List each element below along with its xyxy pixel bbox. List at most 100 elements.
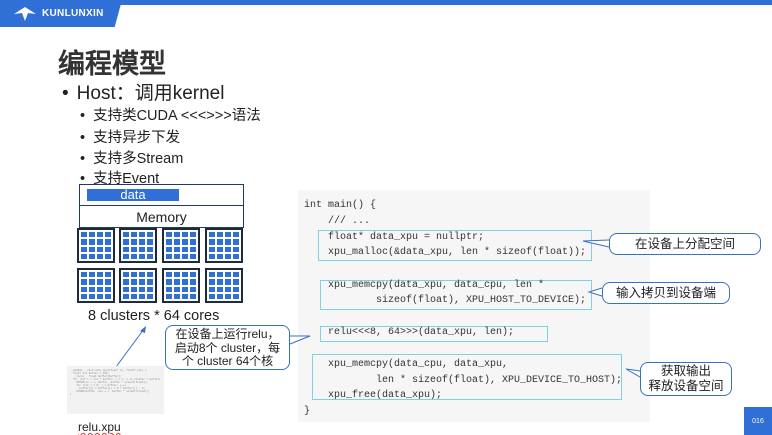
core-cell [166,272,172,278]
core-cell [81,232,87,238]
data-block: data [87,188,179,201]
core-cell [217,246,223,252]
cluster-box [162,268,200,303]
core-cell [217,272,223,278]
callout-text: 在设备上运行relu， [175,327,280,341]
core-cell [147,232,153,238]
core-cell [105,272,111,278]
brand-logo: KUNLUNXIN [0,0,122,27]
core-cell [81,272,87,278]
arrow-connector [115,326,146,368]
core-cell [182,279,188,285]
core-cell [174,293,180,299]
core-cell [89,293,95,299]
core-cell [89,279,95,285]
core-cell [97,279,103,285]
core-cell [182,232,188,238]
core-cell [131,232,137,238]
core-cell [217,232,223,238]
core-cell [139,272,145,278]
cluster-box [205,268,243,303]
code-line: float* data_xpu = nullptr; [304,232,485,243]
code-line: xpu_free(data_xpu); [304,390,443,401]
header-bar [0,0,772,5]
core-cell [81,293,87,299]
core-cell [209,279,215,285]
core-cell [139,246,145,252]
core-cell [209,272,215,278]
core-cell [190,239,196,245]
core-cell [209,293,215,299]
core-cell [97,253,103,259]
code-line: sizeof(float), XPU_HOST_TO_DEVICE); [304,295,587,306]
core-cell [131,253,137,259]
core-cell [123,246,129,252]
core-cell [97,239,103,245]
callout-copy-in: 输入拷贝到设备端 [602,282,730,304]
core-cell [190,246,196,252]
code-panel: int main() { /// ... float* data_xpu = n… [298,190,650,422]
core-cell [81,246,87,252]
core-cell [131,239,137,245]
code-line: relu<<<8, 64>>>(data_xpu, len); [304,327,515,338]
core-cell [217,286,223,292]
core-cell [97,293,103,299]
core-cell [105,239,111,245]
core-cell [225,232,231,238]
core-cell [233,279,239,285]
logo-icon [14,6,36,21]
core-cell [123,293,129,299]
code-line: xpu_malloc(&data_xpu, len * sizeof(float… [304,247,587,258]
core-cell [147,246,153,252]
core-cell [123,239,129,245]
callout-output: 获取输出 释放设备空间 [640,362,732,396]
core-cell [174,253,180,259]
core-cell [139,286,145,292]
core-cell [233,272,239,278]
core-cell [166,246,172,252]
core-cell [209,246,215,252]
core-cell [139,239,145,245]
core-cell [81,239,87,245]
core-cell [174,246,180,252]
core-cell [147,286,153,292]
core-cell [217,279,223,285]
core-cell [225,286,231,292]
core-cell [123,272,129,278]
core-cell [217,293,223,299]
code-line: xpu_memcpy(data_cpu, data_xpu, [304,359,509,370]
memory-diagram: data Memory [79,184,244,228]
highlight-launch [320,326,548,342]
core-cell [139,293,145,299]
bullet-sub: 支持Event [80,167,159,188]
core-cell [209,253,215,259]
core-cell [139,253,145,259]
core-cell [81,253,87,259]
core-cell [97,232,103,238]
core-cell [166,279,172,285]
core-cell [174,279,180,285]
core-cell [147,272,153,278]
core-cell [123,232,129,238]
callout-text: 个 cluster 64个核 [181,354,274,368]
core-cell [225,253,231,259]
core-cell [89,286,95,292]
core-cell [105,286,111,292]
core-cell [89,253,95,259]
callout-text: 释放设备空间 [648,379,724,393]
core-cell [97,272,103,278]
core-cell [209,239,215,245]
core-cell [217,253,223,259]
core-cell [217,239,223,245]
bullet-sub: 支持多Stream [80,147,183,168]
bullet-host: Host：调用kernel [62,78,225,105]
core-cell [147,239,153,245]
core-cell [166,232,172,238]
callout-text: 启动8个 cluster，每 [174,340,281,355]
core-cell [182,293,188,299]
core-cell [89,246,95,252]
core-cell [209,232,215,238]
core-cell [147,293,153,299]
core-cell [233,286,239,292]
core-cell [131,279,137,285]
